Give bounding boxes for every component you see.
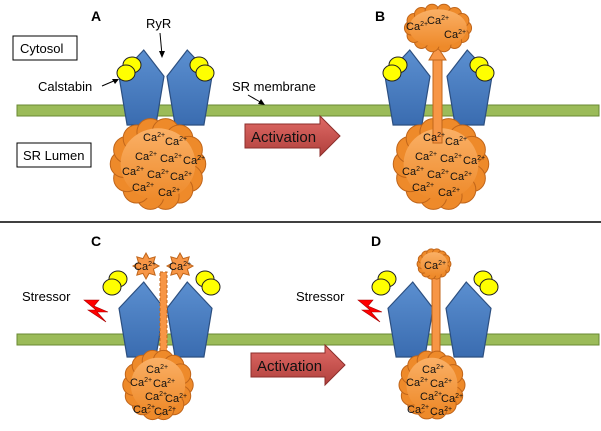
sr-lumen-box xyxy=(16,142,92,168)
calstabin-label: Calstabin xyxy=(38,79,92,94)
panel-label-a: A xyxy=(91,8,101,24)
calcium-flow-arrowhead xyxy=(428,45,447,61)
calstabin-icon xyxy=(469,56,495,82)
ryr-subunit xyxy=(118,281,165,358)
calstabin-icon xyxy=(189,56,215,82)
calstabin-icon xyxy=(382,56,408,82)
calcium-cloud-icon xyxy=(392,118,490,210)
calcium-cloud-icon xyxy=(416,248,452,280)
calcium-ion-label: Ca2+ xyxy=(154,406,176,418)
activation-label-top: Activation xyxy=(251,129,316,146)
ryr-label: RyR xyxy=(146,16,171,31)
sr-membrane-top xyxy=(16,104,600,117)
lightning-bolt-icon xyxy=(83,299,109,323)
calstabin-icon xyxy=(473,270,499,296)
calstabin-pointer-head xyxy=(112,79,119,84)
ryr-pointer-head xyxy=(159,51,165,58)
calcium-spark-icon xyxy=(131,251,161,281)
cytosol-label: Cytosol xyxy=(20,41,63,56)
activation-arrow-icon: Activation xyxy=(250,343,346,387)
calcium-ion-label: Ca2+ xyxy=(430,406,452,418)
calcium-cloud-icon xyxy=(109,118,207,210)
calstabin-icon xyxy=(116,56,142,82)
activation-label-bottom: Activation xyxy=(257,358,322,375)
panel-b: Ca2+Ca2+Ca2+Ca2+Ca2+Ca2+Ca2+Ca2+Ca2+Ca2+… xyxy=(382,3,495,210)
calcium-leak-channel xyxy=(159,271,168,363)
cytosol-box xyxy=(12,35,78,61)
calcium-cloud-icon xyxy=(398,350,466,420)
sr-membrane-label: SR membrane xyxy=(232,79,316,94)
sr-membrane-bottom xyxy=(16,333,600,346)
calstabin-icon xyxy=(102,270,128,296)
calcium-cloud-icon xyxy=(403,3,473,53)
calcium-spark-icon xyxy=(165,251,195,281)
panel-label-b: B xyxy=(375,8,385,24)
sr-membrane-pointer-head xyxy=(258,99,265,105)
stressor-label-c: Stressor xyxy=(22,289,71,304)
ryr-subunit xyxy=(445,281,492,358)
lightning-bolt-icon xyxy=(357,299,383,323)
calcium-cloud-icon xyxy=(122,349,194,421)
panel-a: Ca2+Ca2+Ca2+Ca2+Ca2+Ca2+Ca2+Ca2+Ca2+Ca2+ xyxy=(109,49,215,210)
panel-label-d: D xyxy=(371,233,381,249)
calstabin-icon xyxy=(195,270,221,296)
activation-arrow-icon: Activation xyxy=(244,114,341,158)
calcium-flow-channel xyxy=(431,271,441,363)
calstabin-icon xyxy=(371,270,397,296)
calcium-flow-channel xyxy=(432,57,443,144)
panel-label-c: C xyxy=(91,233,101,249)
ryr-subunit xyxy=(387,281,434,358)
panel-c: Ca2+Ca2+Ca2+Ca2+Ca2+Ca2+Ca2+Ca2+Ca2+ xyxy=(102,251,221,421)
ryr-subunit xyxy=(166,281,213,358)
stressor-label-d: Stressor xyxy=(296,289,345,304)
sr-lumen-label: SR Lumen xyxy=(23,148,84,163)
panel-d: Ca2+Ca2+Ca2+Ca2+Ca2+Ca2+Ca2+Ca2+ xyxy=(371,248,499,420)
